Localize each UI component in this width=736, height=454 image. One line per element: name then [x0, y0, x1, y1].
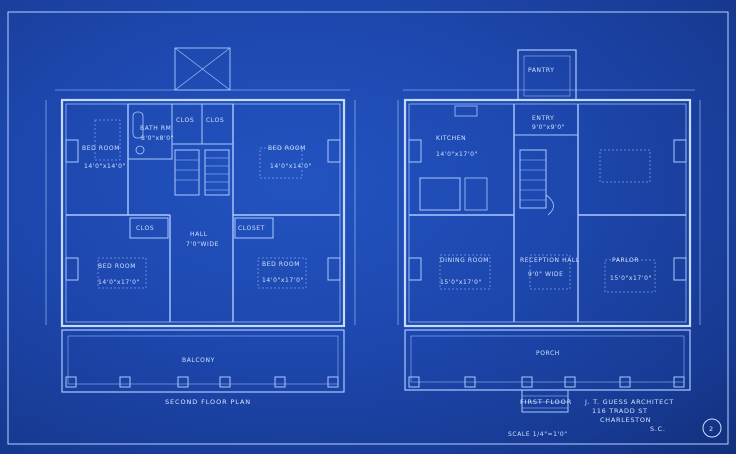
second-floor-room-7-name: BALCONY — [182, 357, 215, 364]
first-floor-plan — [397, 49, 701, 413]
second-floor-room-2-dim: 8'0"x8'0" — [141, 135, 174, 142]
second-floor-room-6-dim: 14'0"x17'0" — [262, 277, 304, 284]
second-floor-room-1-name: BED ROOM — [82, 145, 120, 152]
first-floor-room-2-dim: 14'0"x17'0" — [436, 151, 478, 158]
second-floor-note-1: CLOS — [176, 117, 194, 124]
second-floor-room-4-name: HALL — [190, 231, 208, 238]
second-floor-room-2-name: BATH RM — [140, 125, 171, 132]
first-floor-room-7-name: PORCH — [536, 350, 560, 357]
left-plan-title: SECOND FLOOR PLAN — [165, 398, 251, 406]
second-floor-room-1-dim: 14'0"x14'0" — [84, 163, 126, 170]
first-floor-room-3-name: ENTRY — [532, 115, 554, 122]
first-floor-room-4-name: DINING ROOM — [440, 257, 489, 264]
second-floor-room-3-name: BED ROOM — [268, 145, 306, 152]
sheet-number-circle — [702, 418, 722, 438]
sheet-number: 2 — [709, 425, 714, 433]
first-floor-room-3-dim: 9'0"x9'0" — [532, 124, 565, 131]
architect-line-2: 116 TRADD ST — [592, 407, 648, 415]
second-floor-note-2: CLOS — [206, 117, 224, 124]
architect-line-1: J. T. GUESS ARCHITECT — [584, 398, 674, 406]
second-floor-note-3: CLOSET — [238, 225, 265, 232]
first-floor-room-6-name: PARLOR — [612, 257, 639, 264]
second-floor-room-5-name: BED ROOM — [98, 263, 136, 270]
second-floor-room-4-dim: 7'0"WIDE — [186, 241, 219, 248]
architect-line-4: S.C. — [650, 425, 666, 433]
first-floor-room-4-dim: 15'0"x17'0" — [440, 279, 482, 286]
first-floor-room-5-name: RECEPTION HALL — [520, 257, 580, 264]
second-floor-note-4: CLOS — [136, 225, 154, 232]
architect-line-3: CHARLESTON — [600, 416, 651, 424]
second-floor-room-3-dim: 14'0"x14'0" — [270, 163, 312, 170]
right-plan-title: FIRST FLOOR — [520, 398, 572, 406]
first-floor-room-6-dim: 15'0"x17'0" — [610, 275, 652, 282]
scale-note: SCALE 1/4"=1'0" — [508, 431, 568, 438]
second-floor-room-6-name: BED ROOM — [262, 261, 300, 268]
second-floor-room-5-dim: 14'0"x17'0" — [98, 279, 140, 286]
first-floor-room-2-name: KITCHEN — [436, 135, 466, 142]
first-floor-room-1-name: PANTRY — [528, 67, 555, 74]
sheet-border — [7, 11, 729, 445]
second-floor-plan — [45, 47, 356, 393]
first-floor-room-5-dim: 9'0" WIDE — [528, 271, 563, 278]
